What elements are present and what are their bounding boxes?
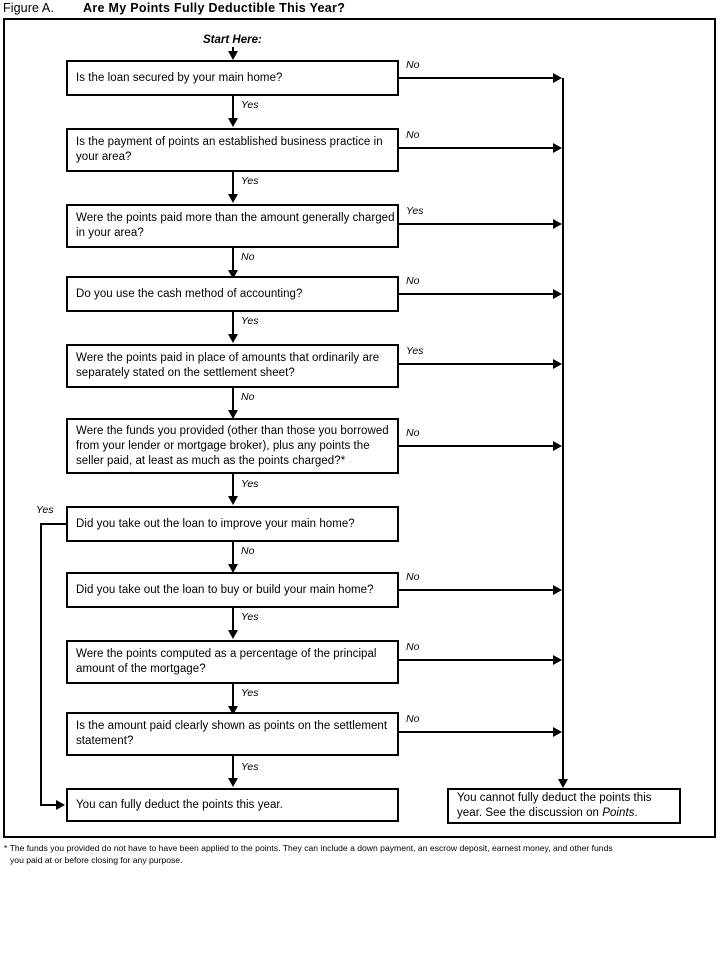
branch-arrow-q4-no [553, 289, 562, 299]
decision-box-q9[interactable]: Were the points computed as a percentage… [66, 640, 399, 684]
branch-line-q5-no [232, 388, 234, 416]
decision-box-q4[interactable]: Do you use the cash method of accounting… [66, 276, 399, 312]
footnote-marker: * [4, 843, 8, 853]
branch-line-q3-no [232, 248, 234, 276]
branch-label-q4-yes: Yes [241, 315, 259, 327]
footnote-line-2: you paid at or before closing for any pu… [10, 854, 183, 865]
branch-line-q4-no [399, 293, 558, 295]
outcome-text-deductible: You can fully deduct the points this yea… [76, 798, 283, 811]
branch-arrow-q1-no [553, 73, 562, 83]
branch-label-q9-yes: Yes [241, 687, 259, 699]
branch-label-q2-no: No [406, 129, 420, 141]
branch-line-q7-yes-horizontal [40, 523, 66, 525]
branch-line-q10-no [399, 731, 558, 733]
start-here-label: Start Here: [203, 34, 262, 46]
branch-arrow-q7-yes [56, 800, 65, 810]
branch-arrow-q3-yes [553, 219, 562, 229]
branch-arrow-q2-no [553, 143, 562, 153]
branch-label-q3-yes: Yes [406, 205, 424, 217]
decision-box-q5[interactable]: Were the points paid in place of amounts… [66, 344, 399, 388]
start-connector-arrow [228, 51, 238, 60]
decision-box-q8[interactable]: Did you take out the loan to buy or buil… [66, 572, 399, 608]
branch-label-q1-yes: Yes [241, 99, 259, 111]
branch-arrow-q10-no [553, 727, 562, 737]
branch-line-q1-no [399, 77, 558, 79]
outcome-box-not-deductible[interactable]: You cannot fully deduct the points this … [447, 788, 681, 824]
branch-arrow-q9-yes [228, 706, 238, 715]
branch-label-q3-no: No [241, 251, 255, 263]
branch-arrow-q8-no [553, 585, 562, 595]
branch-arrow-q2-yes [228, 194, 238, 203]
branch-label-q10-yes: Yes [241, 761, 259, 773]
branch-line-q6-no [399, 445, 558, 447]
branch-label-q1-no: No [406, 59, 420, 71]
decision-box-q7[interactable]: Did you take out the loan to improve you… [66, 506, 399, 542]
branch-label-q8-yes: Yes [241, 611, 259, 623]
decision-box-q1[interactable]: Is the loan secured by your main home? [66, 60, 399, 96]
branch-label-q4-no: No [406, 275, 420, 287]
branch-line-q7-yes-return [40, 804, 58, 806]
branch-arrow-q4-yes [228, 334, 238, 343]
decision-text-q10: Is the amount paid clearly shown as poin… [76, 720, 388, 747]
branch-line-q7-no [232, 542, 234, 570]
decision-text-q1: Is the loan secured by your main home? [76, 71, 283, 84]
figure-title: Are My Points Fully Deductible This Year… [83, 1, 346, 15]
branch-label-q9-no: No [406, 641, 420, 653]
decision-text-q9: Were the points computed as a percentage… [76, 648, 377, 675]
branch-label-q6-yes: Yes [241, 478, 259, 490]
branch-arrow-q5-no [228, 410, 238, 419]
branch-line-q5-yes [399, 363, 558, 365]
branch-label-q10-no: No [406, 713, 420, 725]
footnote-line-1: The funds you provided do not have to ha… [9, 843, 613, 853]
branch-line-q9-no [399, 659, 558, 661]
branch-arrow-q7-no [228, 564, 238, 573]
decision-text-q2: Is the payment of points an established … [76, 136, 383, 163]
branch-arrow-q3-no [228, 270, 238, 279]
branch-line-q7-yes-vertical [40, 523, 42, 806]
branch-label-q5-yes: Yes [406, 345, 424, 357]
decision-text-q3: Were the points paid more than the amoun… [76, 212, 395, 239]
branch-label-q6-no: No [406, 427, 420, 439]
decision-text-q4: Do you use the cash method of accounting… [76, 287, 303, 300]
branch-line-q2-no [399, 147, 558, 149]
footnote: * The funds you provided do not have to … [4, 843, 718, 866]
branch-label-q7-yes: Yes [36, 504, 54, 516]
right-collector-line [562, 78, 564, 786]
branch-line-q9-yes [232, 684, 234, 712]
branch-arrow-q9-no [553, 655, 562, 665]
outcome-text-not-deductible: You cannot fully deduct the points this … [457, 792, 652, 819]
branch-line-q1-yes [232, 96, 234, 124]
branch-arrow-q6-yes [228, 496, 238, 505]
branch-arrow-q1-yes [228, 118, 238, 127]
branch-line-q8-no [399, 589, 558, 591]
decision-box-q2[interactable]: Is the payment of points an established … [66, 128, 399, 172]
branch-line-q2-yes [232, 172, 234, 200]
points-reference-italic: Points [602, 807, 635, 819]
figure-label: Figure A. [3, 1, 54, 15]
start-connector-line [232, 47, 234, 54]
decision-text-q8: Did you take out the loan to buy or buil… [76, 583, 374, 596]
branch-arrow-q6-no [553, 441, 562, 451]
branch-arrow-q10-yes [228, 778, 238, 787]
branch-arrow-q5-yes [553, 359, 562, 369]
decision-box-q6[interactable]: Were the funds you provided (other than … [66, 418, 399, 474]
decision-text-q6: Were the funds you provided (other than … [76, 424, 389, 467]
decision-box-q3[interactable]: Were the points paid more than the amoun… [66, 204, 399, 248]
branch-label-q5-no: No [241, 391, 255, 403]
branch-label-q7-no: No [241, 545, 255, 557]
branch-label-q2-yes: Yes [241, 175, 259, 187]
branch-label-q8-no: No [406, 571, 420, 583]
right-collector-arrow [558, 779, 568, 788]
branch-line-q4-yes [232, 312, 234, 340]
branch-line-q3-yes [399, 223, 558, 225]
branch-line-q10-yes [232, 756, 234, 784]
chart-frame [3, 18, 716, 838]
outcome-box-deductible[interactable]: You can fully deduct the points this yea… [66, 788, 399, 822]
branch-arrow-q8-yes [228, 630, 238, 639]
decision-text-q7: Did you take out the loan to improve you… [76, 517, 355, 530]
decision-text-q5: Were the points paid in place of amounts… [76, 352, 380, 379]
branch-line-q6-yes [232, 474, 234, 502]
decision-box-q10[interactable]: Is the amount paid clearly shown as poin… [66, 712, 399, 756]
branch-line-q8-yes [232, 608, 234, 636]
